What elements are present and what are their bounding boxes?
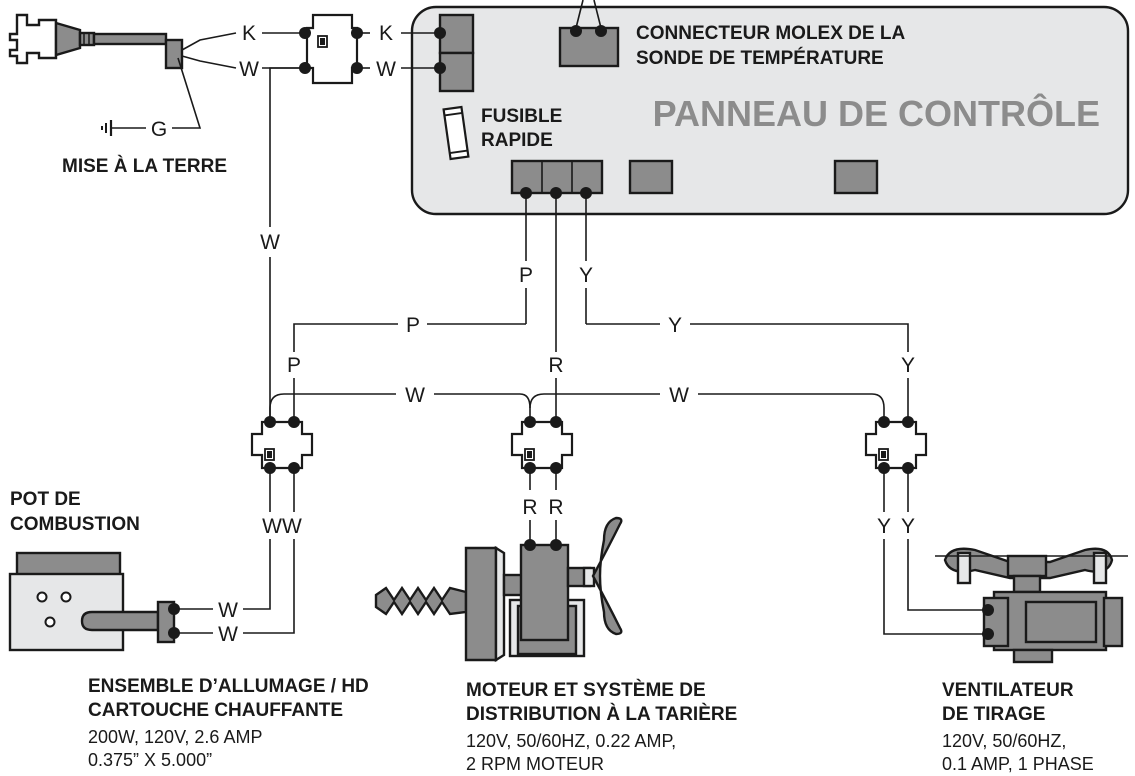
wire-label-ww-left: WW <box>262 515 302 538</box>
molex-label-line1: CONNECTEUR MOLEX DE LA <box>636 23 905 44</box>
probe-wire-left <box>575 0 584 29</box>
panel-aux-connector-2 <box>833 159 879 195</box>
auger-spec-line2: 2 RPM MOTEUR <box>466 754 604 774</box>
igniter-title-line2: CARTOUCHE CHAUFFANTE <box>88 700 343 721</box>
fire-pot <box>8 551 125 652</box>
panel-aux-connector-1 <box>628 159 674 195</box>
auger-spec-line1: 120V, 50/60HZ, 0.22 AMP, <box>466 731 676 751</box>
wire-label-y-right: Y <box>901 354 915 377</box>
fan-title-line2: DE TIRAGE <box>942 704 1045 725</box>
molex-label-line2: SONDE DE TEMPÉRATURE <box>636 47 884 69</box>
fuse-label-line1: FUSIBLE <box>481 106 562 127</box>
wire-label-r-right: R <box>548 496 563 519</box>
wing-nut-icon <box>591 516 623 636</box>
power-plug <box>8 13 184 70</box>
fan-title-line1: VENTILATEUR <box>942 680 1074 701</box>
wire-label-w-right-bus: W <box>669 384 689 407</box>
igniter-spec-line2: 0.375” X 5.000” <box>88 750 212 770</box>
fire-pot-label-line1: POT DE <box>10 489 81 510</box>
power-connector <box>305 13 359 85</box>
molex-connector <box>558 26 620 68</box>
power-cord-end <box>164 38 184 70</box>
auger-title-line2: DISTRIBUTION À LA TARIÈRE <box>466 703 737 725</box>
molex-pin-2 <box>595 25 607 37</box>
auger-motor <box>374 516 623 663</box>
auger-screw-icon <box>374 585 468 617</box>
plug-prongs-icon <box>8 13 58 65</box>
wire-label-p-panel: P <box>519 264 533 287</box>
fuse-label-line2: RAPIDE <box>481 130 553 151</box>
wire-label-w-panel: W <box>376 58 396 81</box>
panel-title: PANNEAU DE CONTRÔLE <box>653 92 1100 134</box>
wire-label-p-left: P <box>287 354 301 377</box>
draft-fan <box>935 547 1128 664</box>
wire-label-y-fan-right: Y <box>901 515 915 538</box>
wire-label-w-igniter-bottom: W <box>218 623 238 646</box>
ground-symbol-icon <box>101 120 113 136</box>
wire-label-r-center: R <box>548 354 563 377</box>
auger-connector <box>510 420 574 470</box>
ground-label: MISE À LA TERRE <box>62 155 227 177</box>
wire-label-w-plug: W <box>239 58 259 81</box>
wire-label-w-vertical: W <box>260 231 280 254</box>
probe-wire-right <box>593 0 602 29</box>
wire-label-k1: K <box>242 22 256 45</box>
auger-title-line1: MOTEUR ET SYSTÈME DE <box>466 679 706 701</box>
wire-label-w-left-bus: W <box>405 384 425 407</box>
igniter-cartridge <box>80 600 176 644</box>
fan-spec-line1: 120V, 50/60HZ, <box>942 731 1066 751</box>
power-cord <box>92 32 168 46</box>
wire-label-g: G <box>151 118 167 141</box>
fan-connector <box>864 420 928 470</box>
fuse-icon <box>442 105 470 161</box>
fire-pot-label-line2: COMBUSTION <box>10 514 140 535</box>
molex-pin-1 <box>570 25 582 37</box>
wire-label-y-horizontal: Y <box>668 314 682 337</box>
wire-label-y-panel: Y <box>579 264 593 287</box>
fan-spec-line2: 0.1 AMP, 1 PHASE <box>942 754 1094 774</box>
wire-label-r-left: R <box>522 496 537 519</box>
igniter-connector <box>250 420 314 470</box>
wire-label-k2: K <box>379 22 393 45</box>
panel-connector-w <box>438 51 475 93</box>
igniter-title-line1: ENSEMBLE D’ALLUMAGE / HD <box>88 676 369 697</box>
control-panel: CONNECTEUR MOLEX DE LA SONDE DE TEMPÉRAT… <box>410 0 1130 216</box>
igniter-spec-line1: 200W, 120V, 2.6 AMP <box>88 727 262 747</box>
wire-label-p-horizontal: P <box>406 314 420 337</box>
wire-label-w-igniter-top: W <box>218 599 238 622</box>
wire-label-y-fan-left: Y <box>877 515 891 538</box>
